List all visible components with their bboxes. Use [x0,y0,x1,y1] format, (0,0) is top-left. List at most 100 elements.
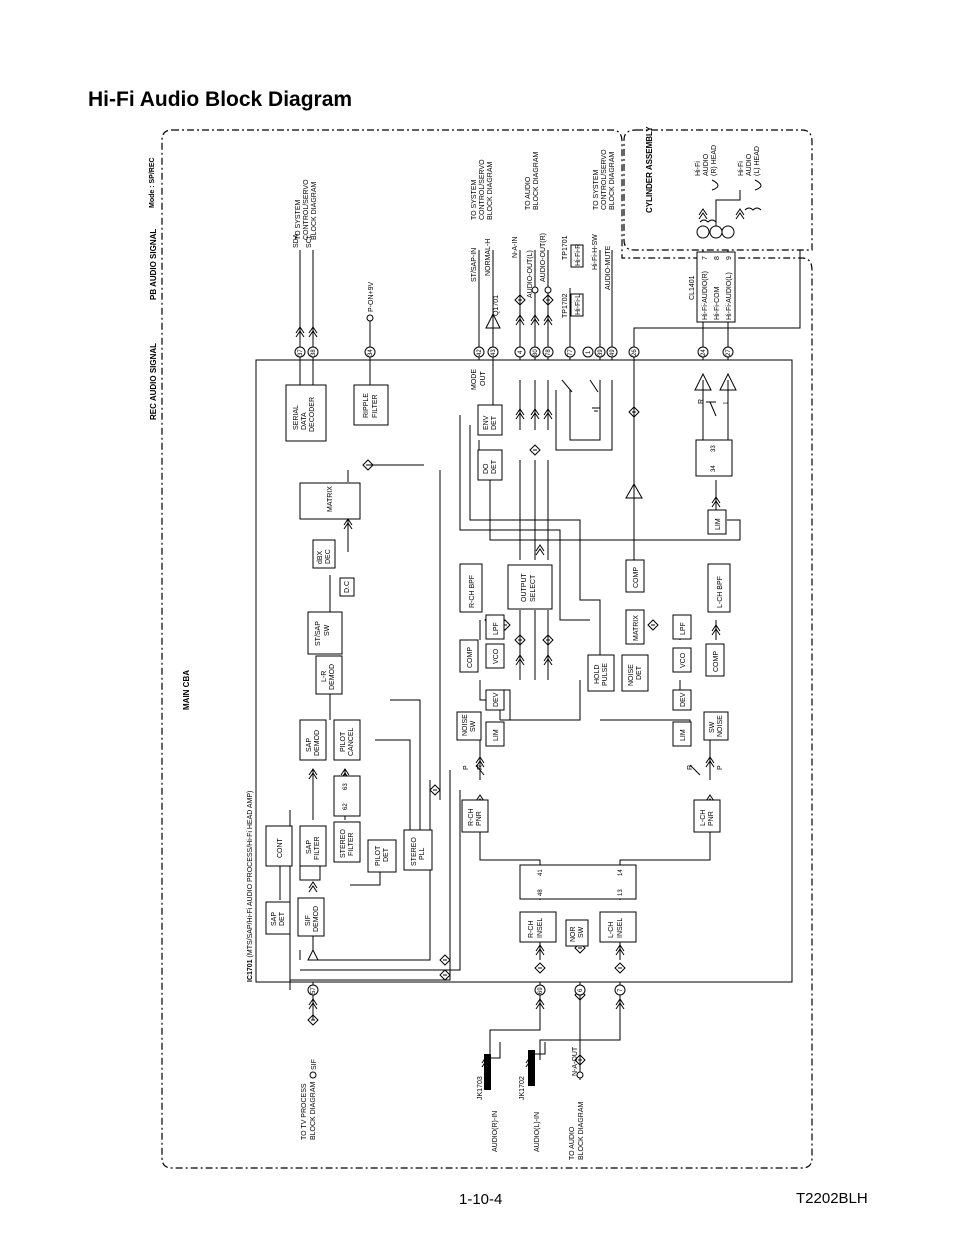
head-l-1: Hi-Fi [738,161,745,176]
legend-pb: PB AUDIO SIGNAL [149,229,158,300]
wiring [279,250,801,1080]
audio-l-in: AUDIO(L)-IN [534,1112,541,1152]
cl-sig-2: Hi-Fi-COM [714,286,721,320]
pin-26: 26 [632,349,638,356]
pin-41: 41 [538,869,544,876]
lbl-stereopll-2: PLL [419,847,426,860]
labels: Mode : SP/REC PB AUDIO SIGNAL REC AUDIO … [149,126,761,1160]
sig-normal: NORMAL-H [485,239,492,276]
lbl-lchpnr-2: PNR [708,811,715,826]
lbl-rchinsel-2: INSEL [537,918,544,938]
pin-37: 37 [298,349,304,356]
lbl-matrixmid: MATRIX [633,615,640,641]
sw-r-l: R [687,765,694,770]
lbl-pilotcancel-1: PILOT [340,731,347,752]
lbl-dodet-2: DET [491,459,498,474]
dest-syscon2-2: CONTROL/SERVO [479,159,486,220]
pin-6: 6 [578,988,584,992]
block-r-ch-pnr [461,799,489,833]
lbl-limtop: LIM [715,518,722,530]
lbl-outsel-1: OUTPUT [521,573,528,603]
dest-audio2-2: BLOCK DIAGRAM [578,1101,585,1160]
cl1401-box [696,251,736,323]
model-code: T2202BLH [796,1190,868,1207]
block-r-ch-insel [519,911,557,943]
tp1702-box [570,293,584,317]
lbl-ripple-1: RIPPLE [363,393,370,418]
block-nor-sw [565,919,589,947]
block-st-sap-sw [307,611,343,655]
block-output-select [507,564,553,610]
dest-syscon3-2: CONTROL/SERVO [601,149,608,210]
pin-39: 39 [598,349,604,356]
head-coils [696,179,762,239]
lbl-dbx-2: DEC [325,549,332,564]
lbl-vcol: VCO [680,652,687,668]
lbl-lr-1: L-R [321,671,328,682]
cl-sig-3: Hi-Fi-AUDIO(L) [726,272,733,320]
page-number: 1-10-4 [459,1191,503,1208]
lbl-noisedet-1: NOISE [628,664,635,686]
dest-audio2-1: TO AUDIO [569,1126,576,1160]
lbl-devl: DEV [680,692,687,707]
lbl-envdet-2: DET [491,415,498,430]
block-r-ch-bpf [459,563,483,613]
dest-audio1-1: TO AUDIO [525,176,532,210]
audio-r-in: AUDIO(R)-IN [492,1111,499,1152]
pin-7: 7 [618,988,624,992]
lbl-pilotdet-2: DET [383,847,390,862]
sw-p-r: P [463,765,470,770]
block-lr-demod [315,655,343,695]
block-dev-l [672,689,692,711]
pin-57: 57 [311,987,317,994]
head-r-3: (R) HEAD [711,145,718,176]
jacks [484,1042,546,1090]
dest-tvproc-1: TO TV PROCESS [301,1083,308,1140]
lbl-swnoise-1: SW [709,721,716,733]
lbl-noisedet-2: DET [636,665,643,680]
pin-63: 63 [343,783,349,790]
block-l-ch-insel [599,911,637,943]
lbl-stereopll-1: STEREO [411,837,418,866]
lbl-sapdemod-2: DEMOD [314,730,321,756]
block-lim-top [707,509,727,535]
lbl-matrix-top: MATRIX [327,486,334,512]
lbl-compl: COMP [713,651,720,672]
lbl-compmid: COMP [633,567,640,588]
tp1702-label: TP1702 [562,293,569,318]
cylinder-label-1: CYLINDER ASSEMBLY [645,126,654,213]
block-lim-l [672,721,692,747]
dest-audio1-2: BLOCK DIAGRAM [533,151,540,210]
hifi-r-label: Hi-Fi-R [575,244,582,266]
head-l-3: (L) HEAD [754,146,761,176]
hifi-l-label: Hi-Fi-L [575,294,582,315]
lbl-dodet-1: DO [483,463,490,474]
lbl-stereofilter-1: STEREO [340,829,347,858]
lbl-rchpnr-1: R-CH [468,809,475,827]
lbl-stereofilter-2: FILTER [348,832,355,856]
pin-42: 42 [477,349,483,356]
lbl-pilotcancel-2: CANCEL [348,727,355,756]
lbl-sapdet-1: SAP [271,912,278,926]
sig-stsap: ST/SAP-IN [471,248,478,282]
block-sap-demod [299,719,327,761]
pin-38: 38 [311,349,317,356]
lbl-envdet-1: ENV [483,415,490,430]
block-stereo-pll [403,829,433,871]
block-sw-noise-l [703,711,729,741]
cl-pin-8: 8 [714,256,721,260]
block-dbx-dec [312,539,336,569]
sig-scl: SCL [306,234,313,248]
lbl-lpfl: LPF [680,622,687,635]
cylinder-boundary [623,129,813,251]
block-head-amp [695,439,733,477]
sig-pon: P-ON+9V [368,282,375,312]
sif-label: SIF [311,1059,318,1070]
dest-syscon2-1: TO SYSTEM [471,180,478,220]
main-cba-label: MAIN CBA [182,670,191,710]
jk1703-label: JK1703 [477,1076,484,1100]
lbl-lchinsel-1: L-CH [608,922,615,938]
block-matrix-mid [625,609,645,645]
lbl-serial-3: DECODER [309,397,316,432]
lbl-lpfr: LPF [493,622,500,635]
